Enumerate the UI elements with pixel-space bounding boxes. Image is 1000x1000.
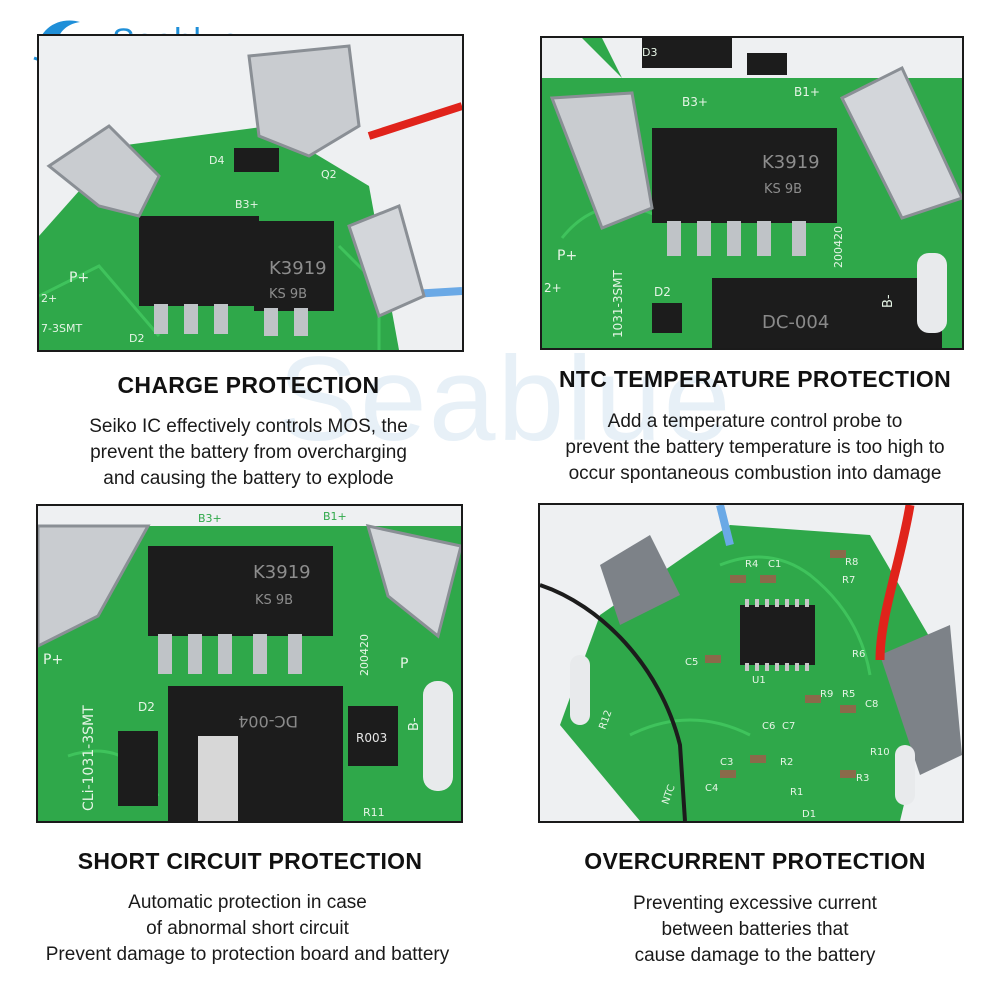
description-line: cause damage to the battery [634, 945, 876, 966]
description-line: between batteries that [661, 919, 849, 940]
svg-text:1031-3SMT: 1031-3SMT [611, 270, 625, 338]
svg-text:D3: D3 [642, 46, 657, 59]
svg-text:R6: R6 [852, 649, 865, 660]
svg-text:K3919: K3919 [269, 258, 327, 279]
overcurrent-protection-description: Preventing excessive current between bat… [530, 891, 980, 969]
svg-text:R7: R7 [842, 575, 855, 586]
description-line: prevent the battery temperature is too h… [565, 437, 945, 458]
svg-text:B3+: B3+ [235, 198, 259, 211]
svg-text:Q2: Q2 [321, 168, 337, 181]
svg-text:200420: 200420 [358, 634, 371, 676]
svg-text:D2: D2 [129, 332, 144, 345]
overcurrent-protection-title: OVERCURRENT PROTECTION [584, 848, 926, 874]
charge-protection-description: Seiko IC effectively controls MOS, the p… [37, 414, 460, 492]
svg-text:R11: R11 [363, 806, 385, 819]
svg-text:R5: R5 [842, 689, 855, 700]
svg-text:7-3SMT: 7-3SMT [41, 322, 82, 335]
svg-text:R9: R9 [820, 689, 833, 700]
svg-text:B3+: B3+ [682, 95, 708, 109]
svg-text:P+: P+ [557, 248, 577, 264]
short-circuit-protection-description: Automatic protection in case of abnormal… [0, 890, 495, 968]
svg-text:CLi-1031-3SMT: CLi-1031-3SMT [81, 705, 97, 811]
svg-text:C8: C8 [865, 699, 878, 710]
svg-text:P+: P+ [69, 270, 89, 286]
svg-text:P: P [400, 656, 408, 672]
description-line: prevent the battery from overcharging [90, 442, 407, 463]
svg-text:DC-004: DC-004 [762, 312, 829, 333]
svg-text:KS 9B: KS 9B [764, 182, 802, 197]
svg-text:B-: B- [407, 717, 422, 731]
svg-text:D1: D1 [802, 809, 816, 820]
svg-text:C3: C3 [720, 757, 733, 768]
svg-text:R3: R3 [856, 773, 869, 784]
svg-text:K3919: K3919 [253, 562, 311, 583]
svg-text:2+: 2+ [544, 281, 562, 295]
svg-text:B1+: B1+ [794, 85, 820, 99]
short-circuit-protection-photo: K3919 KS 9B B3+ B1+ P+ D2 CLi-1031-3SMT … [36, 504, 463, 823]
description-line: Seiko IC effectively controls MOS, the [89, 416, 408, 437]
svg-text:R10: R10 [870, 747, 890, 758]
svg-text:C7: C7 [782, 721, 795, 732]
charge-protection-title: CHARGE PROTECTION [117, 372, 380, 398]
svg-text:R8: R8 [845, 557, 858, 568]
pcb-closeup-image: K3919 KS 9B B3+ B1+ P+ D2 CLi-1031-3SMT … [38, 506, 461, 821]
ntc-protection-description: Add a temperature control probe to preve… [520, 409, 990, 487]
svg-text:C5: C5 [685, 657, 698, 668]
svg-text:K3919: K3919 [762, 152, 820, 173]
description-line: Prevent damage to protection board and b… [45, 944, 450, 965]
short-circuit-protection-title: SHORT CIRCUIT PROTECTION [77, 848, 423, 874]
svg-text:2+: 2+ [41, 292, 57, 305]
svg-text:200420: 200420 [832, 226, 845, 268]
description-line: occur spontaneous combustion into damage [568, 463, 942, 484]
pcb-closeup-image: K3919 KS 9B B3+ B1+ D3 P+ D2 2+ 1031-3SM… [542, 38, 962, 348]
overcurrent-protection-photo: R4 C1 R8 R7 C5 U1 R6 R9 R5 C8 C6 C7 R12 … [538, 503, 964, 823]
ntc-protection-photo: K3919 KS 9B B3+ B1+ D3 P+ D2 2+ 1031-3SM… [540, 36, 964, 350]
svg-text:D2: D2 [138, 700, 155, 714]
svg-text:U1: U1 [752, 675, 766, 686]
svg-text:P+: P+ [43, 652, 63, 668]
description-line: Add a temperature control probe to [607, 411, 903, 432]
ntc-protection-title: NTC TEMPERATURE PROTECTION [559, 366, 951, 392]
svg-text:R003: R003 [356, 731, 387, 745]
svg-text:R1: R1 [790, 787, 803, 798]
svg-text:D4: D4 [209, 154, 224, 167]
svg-text:C6: C6 [762, 721, 775, 732]
description-line: Automatic protection in case [128, 892, 367, 913]
description-line: of abnormal short circuit [146, 918, 349, 939]
svg-text:D2: D2 [654, 285, 671, 299]
svg-text:B3+: B3+ [198, 512, 222, 525]
svg-text:DC-004: DC-004 [238, 712, 298, 731]
svg-text:R4: R4 [745, 559, 758, 570]
svg-text:C4: C4 [705, 783, 718, 794]
svg-text:R2: R2 [780, 757, 793, 768]
charge-protection-photo: K3919 KS 9B B3+ Q2 D4 P+ D2 7-3SMT 2+ [37, 34, 464, 352]
description-line: Preventing excessive current [633, 893, 877, 914]
svg-text:C1: C1 [768, 559, 781, 570]
svg-text:KS 9B: KS 9B [255, 593, 293, 608]
description-line: and causing the battery to explode [103, 468, 394, 489]
svg-text:B-: B- [881, 294, 896, 308]
pcb-closeup-image: R4 C1 R8 R7 C5 U1 R6 R9 R5 C8 C6 C7 R12 … [540, 505, 962, 821]
pcb-closeup-image: K3919 KS 9B B3+ Q2 D4 P+ D2 7-3SMT 2+ [39, 36, 462, 350]
svg-text:B1+: B1+ [323, 510, 347, 523]
svg-text:KS 9B: KS 9B [269, 287, 307, 302]
